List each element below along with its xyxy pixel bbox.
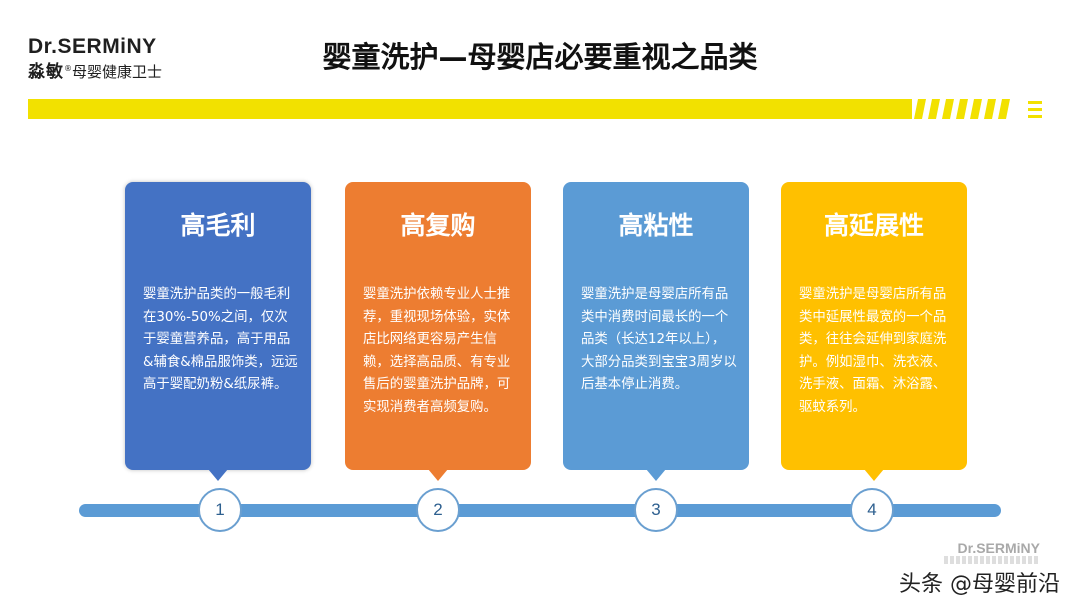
- timeline-node-2: 2: [416, 488, 460, 532]
- logo-tagline: 母婴健康卫士: [72, 63, 163, 81]
- card-description: 婴童洗护依赖专业人士推荐，重视现场体验，实体店比网络更容易产生信赖，选择高品质、…: [363, 287, 511, 415]
- slide-title: 婴童洗护—母婴店必要重视之品类: [322, 40, 758, 74]
- feature-card-high-repurchase: 高复购 婴童洗护依赖专业人士推荐，重视现场体验，实体店比网络更容易产生信赖，选择…: [345, 182, 531, 481]
- accent-stripes-decoration: [914, 99, 1042, 119]
- feature-card-high-extensibility: 高延展性 婴童洗护是母婴店所有品类中延展性最宽的一个品类，往往会延伸到家庭洗护。…: [781, 182, 967, 481]
- card-pointer-arrow: [646, 469, 666, 481]
- timeline-node-3: 3: [634, 488, 678, 532]
- card-pointer-arrow: [208, 469, 228, 481]
- card-pointer-arrow: [864, 469, 884, 481]
- card-title: 高延展性: [823, 211, 924, 240]
- logo-brand-name: 淼敏: [28, 62, 64, 82]
- card-description: 婴童洗护品类的一般毛利在30%-50%之间，仅次于婴童营养品，高于用品&辅食&棉…: [143, 287, 298, 392]
- watermark-account: 头条 @母婴前沿: [899, 572, 1060, 597]
- logo-english-name: Dr.SERMiNY: [28, 35, 157, 58]
- brand-logo: Dr.SERMiNY 淼敏®母婴健康卫士: [28, 35, 162, 82]
- feature-card-high-margin: 高毛利 婴童洗护品类的一般毛利在30%-50%之间，仅次于婴童营养品，高于用品&…: [125, 182, 311, 481]
- card-pointer-arrow: [428, 469, 448, 481]
- watermark-logo-subtext: [944, 556, 1040, 564]
- card-description: 婴童洗护是母婴店所有品类中消费时间最长的一个品类（长达12年以上），大部分品类到…: [581, 287, 737, 392]
- watermark-logo: Dr.SERMiNY: [957, 540, 1040, 556]
- card-title: 高复购: [400, 211, 476, 240]
- timeline-bar: [79, 504, 1001, 517]
- logo-chinese-line: 淼敏®母婴健康卫士: [28, 60, 162, 81]
- card-title: 高粘性: [618, 211, 694, 240]
- card-title: 高毛利: [180, 211, 256, 240]
- accent-bar: [28, 99, 912, 119]
- feature-card-high-stickiness: 高粘性 婴童洗护是母婴店所有品类中消费时间最长的一个品类（长达12年以上），大部…: [563, 182, 749, 481]
- timeline-node-1: 1: [198, 488, 242, 532]
- timeline-node-4: 4: [850, 488, 894, 532]
- card-description: 婴童洗护是母婴店所有品类中延展性最宽的一个品类，往往会延伸到家庭洗护。例如湿巾、…: [799, 287, 947, 415]
- registered-mark: ®: [64, 64, 72, 73]
